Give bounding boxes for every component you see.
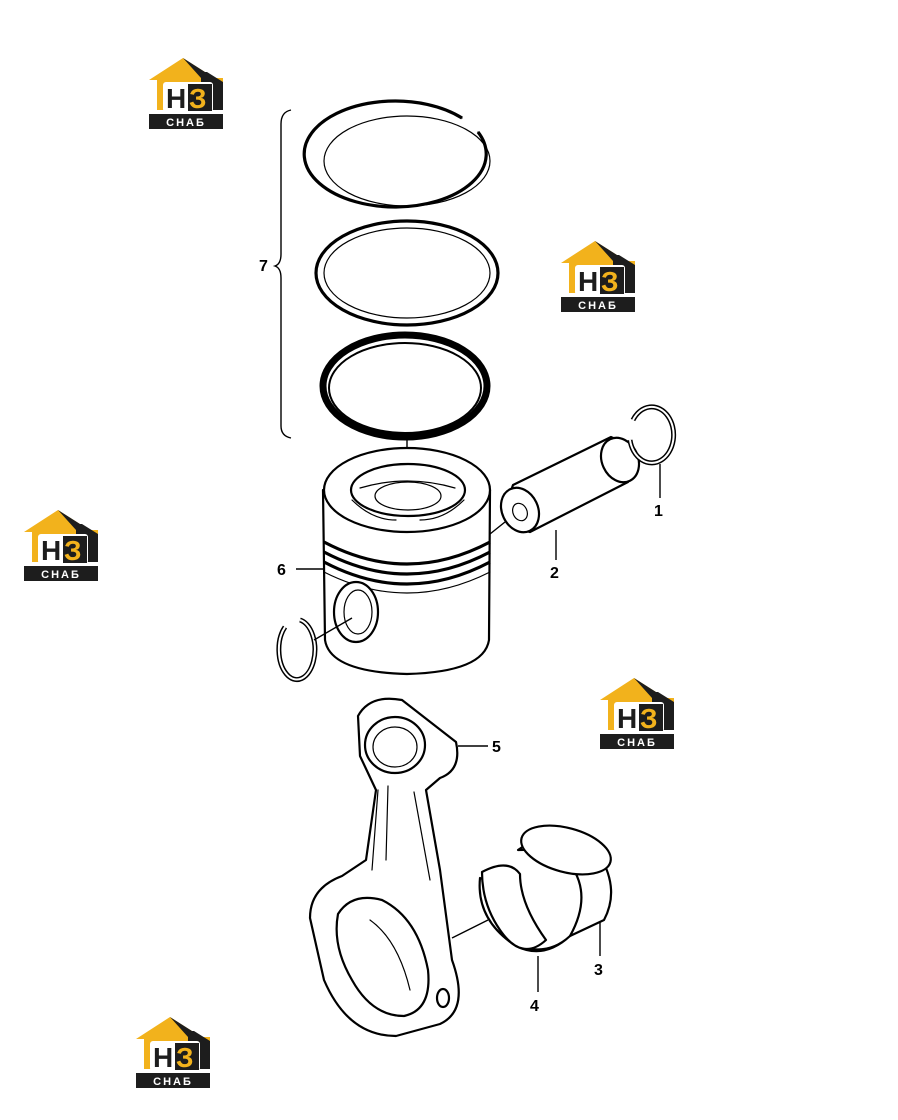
callout-6: 6 (277, 562, 286, 579)
callout-5: 5 (492, 739, 501, 756)
watermark-logo (24, 510, 98, 581)
second-compression-ring (314, 219, 500, 327)
watermark-logo (561, 241, 635, 312)
callout-1: 1 (654, 503, 663, 520)
watermark-logo (136, 1017, 210, 1088)
watermark-logo (600, 678, 674, 749)
bearing-shells (451, 824, 613, 953)
callout-2: 2 (550, 565, 559, 582)
connecting-rod (308, 697, 460, 1038)
piston-pin (489, 435, 641, 535)
left-snap-ring (276, 617, 353, 683)
leader-lines (296, 464, 661, 992)
callout-3: 3 (594, 962, 603, 979)
piston (321, 446, 492, 676)
oil-control-ring (319, 331, 491, 441)
ring-set-bracket (272, 109, 292, 439)
top-compression-ring (302, 99, 491, 209)
callout-4: 4 (530, 998, 539, 1015)
watermark-logo (149, 58, 223, 129)
right-snap-ring (627, 404, 677, 466)
callout-7: 7 (259, 258, 268, 275)
piston-ring-set (272, 99, 500, 500)
